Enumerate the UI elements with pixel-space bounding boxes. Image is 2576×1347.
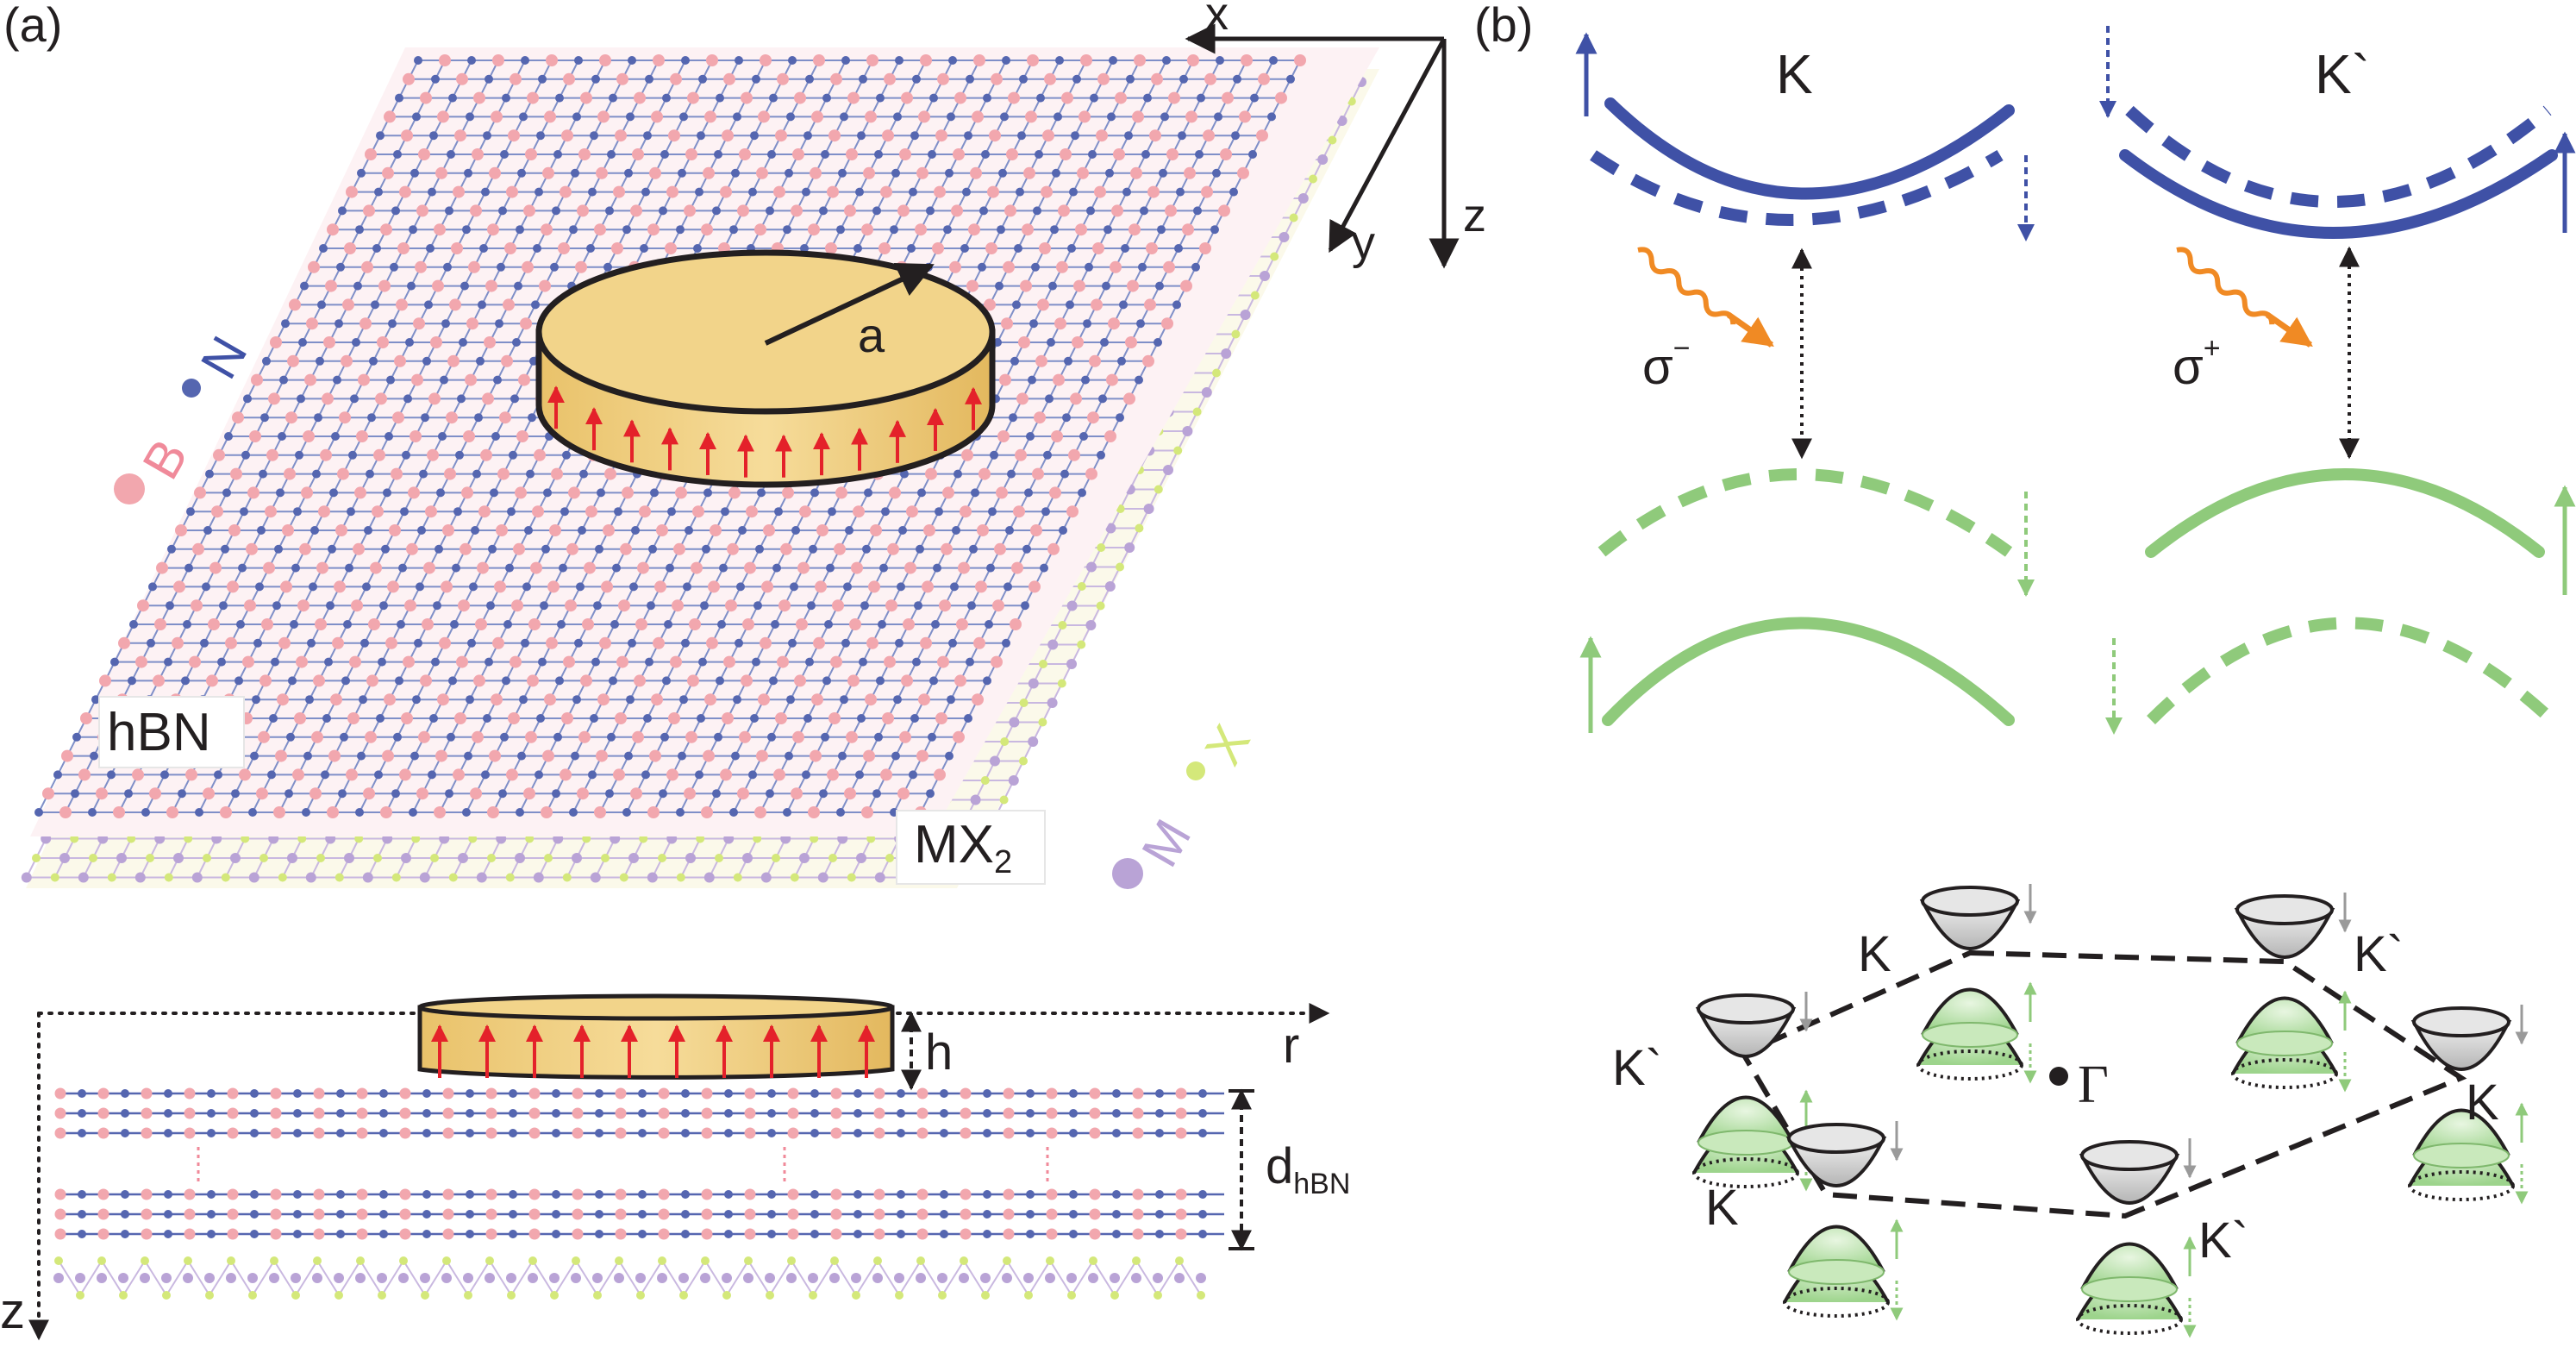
z-cross-label: z bbox=[0, 1283, 25, 1339]
panel-a-label: (a) bbox=[3, 0, 62, 52]
sigma-plus-sup: + bbox=[2204, 332, 2221, 365]
valley-cone-pair bbox=[2231, 893, 2352, 1093]
bz-label-kp-bottom: K` bbox=[2198, 1212, 2248, 1269]
k-conduction-dashed bbox=[1590, 149, 2004, 226]
tmd-label-sub: 2 bbox=[994, 844, 1012, 880]
valley-kp-label: K` bbox=[2315, 43, 2370, 105]
z-axis-label: z bbox=[1463, 190, 1486, 241]
valley-cone-pair bbox=[1916, 884, 2037, 1084]
disk-radius-label: a bbox=[858, 308, 885, 362]
valley-k-label: K bbox=[1776, 43, 1813, 105]
r-axis-label: r bbox=[1283, 1018, 1299, 1074]
sigma-minus-label: σ− bbox=[1642, 332, 1691, 395]
k-valence-solid bbox=[1602, 617, 2015, 726]
kp-conduction-solid bbox=[2119, 149, 2558, 239]
bz-label-kp-left: K` bbox=[1612, 1040, 1662, 1096]
boron-atom-icon bbox=[114, 473, 145, 504]
valley-kp-bands bbox=[2099, 26, 2576, 735]
hbn-label: hBN bbox=[107, 703, 211, 762]
nitrogen-atom-icon bbox=[182, 379, 201, 398]
photon-plus-arrow bbox=[2265, 312, 2313, 348]
bz-label-k-right: K bbox=[2466, 1074, 2499, 1131]
y-axis-label: y bbox=[1352, 217, 1375, 269]
photon-minus-icon bbox=[1637, 247, 1736, 325]
cross-section bbox=[28, 993, 1330, 1341]
sigma-plus-label: σ+ bbox=[2173, 332, 2221, 395]
bz-label-k-bottom: K bbox=[1705, 1180, 1739, 1236]
valley-cone-pair bbox=[2408, 1005, 2529, 1205]
coordinate-axes bbox=[1185, 23, 1460, 269]
valley-cone-pair bbox=[1692, 992, 1813, 1192]
height-label: h bbox=[925, 1024, 953, 1081]
dhbn-label-main: d bbox=[1266, 1138, 1293, 1194]
sigma-minus-sup: − bbox=[1673, 332, 1691, 365]
chalcogen-atom-icon bbox=[1186, 761, 1205, 780]
photon-minus-arrow bbox=[1726, 312, 1774, 348]
sigma-minus-base: σ bbox=[1642, 339, 1673, 395]
valley-k-bands bbox=[1575, 32, 2035, 733]
k-valence-dashed bbox=[1597, 468, 2013, 557]
gamma-label: Γ bbox=[2078, 1056, 2109, 1114]
dhbn-label: dhBN bbox=[1266, 1138, 1350, 1200]
metal-atom-icon bbox=[1112, 858, 1143, 889]
valley-cone-pair bbox=[2076, 1138, 2197, 1338]
chalcogen-label: X bbox=[1194, 716, 1261, 774]
kp-valence-solid bbox=[2145, 468, 2545, 558]
tmd-label: MX2 bbox=[914, 815, 1012, 880]
bz-label-k-top: K bbox=[1858, 926, 1891, 982]
k-conduction-solid bbox=[1604, 97, 2015, 200]
gamma-point-icon bbox=[2049, 1067, 2068, 1086]
sigma-plus-base: σ bbox=[2173, 339, 2204, 395]
x-axis-label: x bbox=[1205, 0, 1229, 40]
panel-b-label: (b) bbox=[1474, 0, 1533, 52]
magnetic-disk bbox=[535, 249, 996, 488]
brillouin-zone bbox=[1692, 884, 2529, 1338]
kp-conduction-dashed bbox=[2125, 105, 2552, 208]
valley-cone-pair bbox=[1783, 1121, 1904, 1321]
photon-plus-icon bbox=[2176, 247, 2275, 325]
dhbn-label-sub: hBN bbox=[1293, 1168, 1350, 1200]
tmd-label-main: MX bbox=[914, 815, 994, 874]
kp-valence-dashed bbox=[2147, 617, 2556, 725]
bz-label-kp-topright: K` bbox=[2354, 926, 2404, 982]
